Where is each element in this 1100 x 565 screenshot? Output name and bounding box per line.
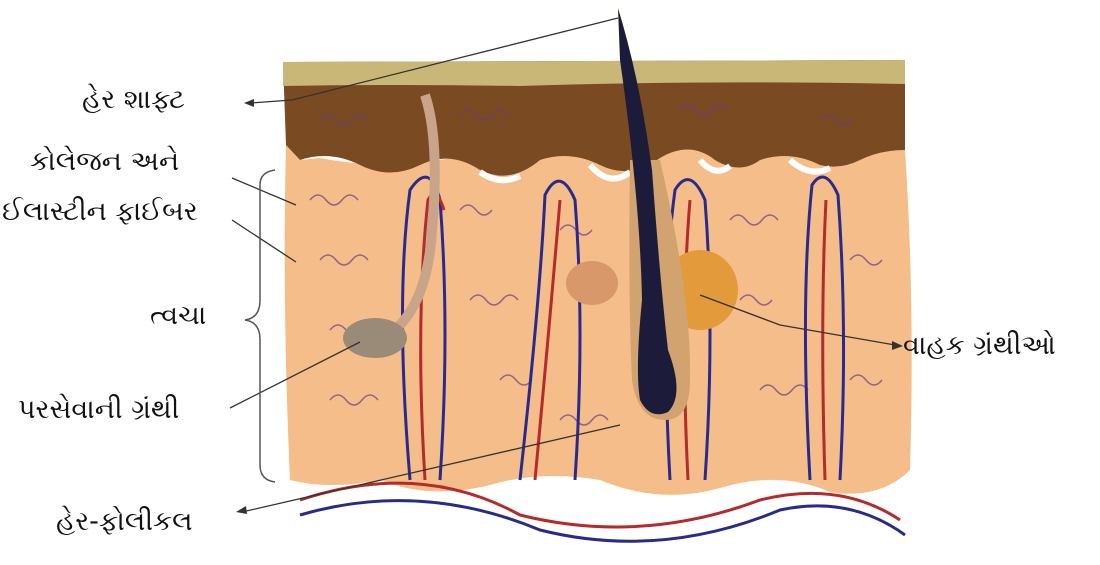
dermis-layer [285,140,912,495]
label-collagen-line1: કોલેજન અને [30,146,179,178]
label-sweat-gland: પરસેવાની ગ્રંથી [18,394,179,426]
label-skin: ત્વચા [150,300,206,332]
sebaceous-gland-left [566,261,618,305]
skin-bracket [245,170,275,482]
sweat-gland-body [343,318,407,358]
stratum-corneum [283,60,905,86]
label-sebaceous-glands: વાહક ગ્રંથીઓ [903,330,1056,362]
label-collagen-line2: ઈલાસ્ટીન ફાઈબર [2,196,198,228]
label-hair-follicle: હેર-ફોલીકલ [56,506,193,538]
label-hair-shaft: હેર શાફ્ટ [82,84,185,116]
